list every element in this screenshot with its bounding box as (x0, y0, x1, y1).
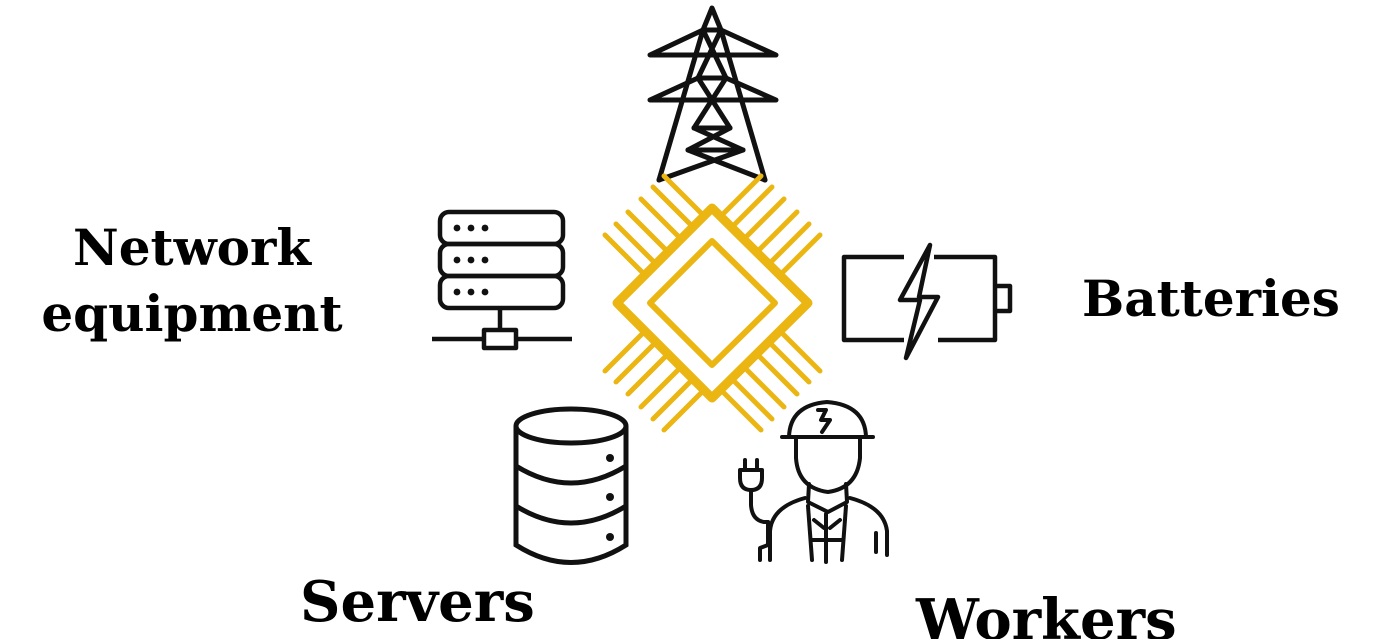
network-equipment-label: Network equipment (41, 218, 343, 343)
electrician-worker-icon (738, 400, 889, 564)
chip-icon (602, 173, 823, 433)
power-tower-icon (647, 5, 779, 183)
servers-label: Servers (300, 569, 535, 635)
battery-icon (841, 242, 1013, 361)
database-status-dots (606, 454, 614, 541)
server-status-dots (453, 224, 489, 296)
workers-label: Workers (916, 587, 1177, 639)
batteries-label: Batteries (1082, 269, 1340, 328)
network-server-icon (432, 209, 572, 351)
database-server-icon (513, 406, 629, 565)
